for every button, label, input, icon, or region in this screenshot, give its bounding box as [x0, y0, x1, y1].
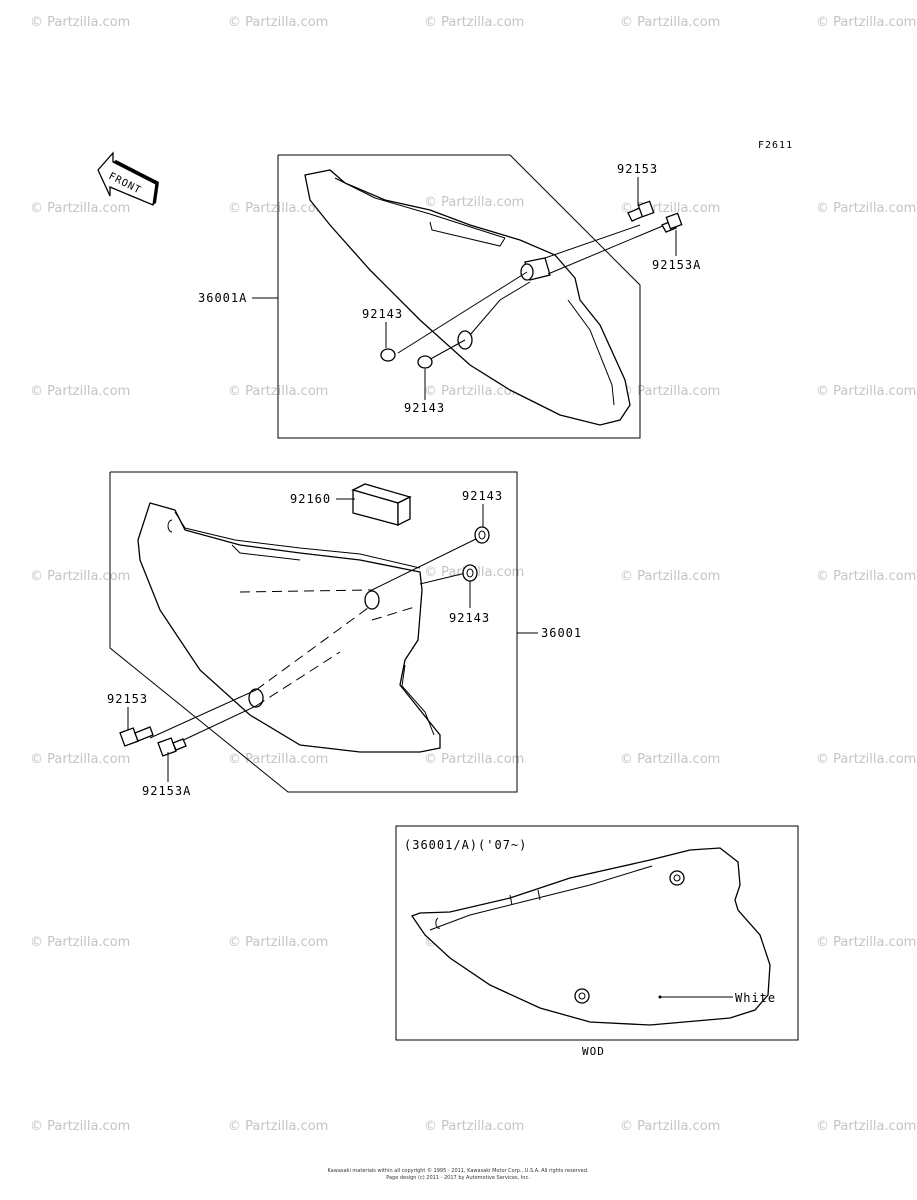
inset-panel: (36001/A)('07~) White WOD [395, 825, 799, 1058]
top-assembly: 36001A 92153 92153A 92143 92143 [198, 154, 701, 439]
footer-copyright: Kawasaki materials within all copyright … [327, 1167, 588, 1174]
callout-36001: 36001 [541, 626, 582, 640]
callout-92153A: 92153A [142, 784, 191, 798]
watermark: © Partzilla.com [816, 569, 916, 584]
footer-design: Page design (c) 2011 - 2017 by Automotiv… [386, 1175, 530, 1181]
bolt-icon [119, 726, 154, 747]
watermark: © Partzilla.com [424, 15, 524, 30]
watermark: © Partzilla.com [30, 15, 130, 30]
watermark: © Partzilla.com [30, 1119, 130, 1134]
watermark: © Partzilla.com [620, 1119, 720, 1134]
watermark: © Partzilla.com [816, 15, 916, 30]
washer-icon [380, 348, 396, 362]
watermark: © Partzilla.com [620, 384, 720, 399]
watermark: © Partzilla.com [30, 201, 130, 216]
watermark: © Partzilla.com [816, 1119, 916, 1134]
side-cover-36001 [137, 502, 441, 753]
callout-92153A: 92153A [652, 258, 701, 272]
watermark: © Partzilla.com [424, 195, 524, 210]
side-cover-36001A [304, 169, 631, 426]
watermark: © Partzilla.com [228, 15, 328, 30]
callout-92143-upper: 92143 [462, 489, 503, 503]
callout-92153: 92153 [107, 692, 148, 706]
washer-icon [474, 526, 490, 544]
figure-code: F2611 [758, 140, 793, 151]
watermark: © Partzilla.com [816, 384, 916, 399]
washer-icon [417, 355, 433, 369]
callout-36001A: 36001A [198, 291, 247, 305]
bolt-icon [627, 200, 655, 222]
color-label: White [735, 991, 776, 1005]
watermark: © Partzilla.com [620, 15, 720, 30]
middle-assembly-frame [109, 471, 518, 793]
watermark: © Partzilla.com [30, 384, 130, 399]
callout-92160: 92160 [290, 492, 331, 506]
watermark: © Partzilla.com [816, 201, 916, 216]
watermark: © Partzilla.com [30, 935, 130, 950]
inset-frame [395, 825, 799, 1041]
callout-92143-lower: 92143 [404, 401, 445, 415]
watermark: © Partzilla.com [620, 569, 720, 584]
watermark: © Partzilla.com [424, 384, 524, 399]
callout-92143-upper: 92143 [362, 307, 403, 321]
bolt-icon [157, 737, 187, 757]
model-label: WOD [582, 1045, 605, 1058]
watermark: © Partzilla.com [228, 935, 328, 950]
watermark: © Partzilla.com [620, 752, 720, 767]
watermark: © Partzilla.com [228, 752, 328, 767]
watermark: © Partzilla.com [30, 752, 130, 767]
watermark: © Partzilla.com [228, 1119, 328, 1134]
callout-92143-lower: 92143 [449, 611, 490, 625]
nut-icon [462, 564, 478, 582]
front-arrow-icon: FRONT [97, 151, 159, 206]
watermark: © Partzilla.com [816, 935, 916, 950]
callout-92153: 92153 [617, 162, 658, 176]
watermark: © Partzilla.com [30, 569, 130, 584]
watermark: © Partzilla.com [424, 752, 524, 767]
watermark: © Partzilla.com [424, 1119, 524, 1134]
watermark: © Partzilla.com [816, 752, 916, 767]
top-assembly-frame [277, 154, 641, 439]
middle-assembly: 92160 92143 92143 36001 92153 92153A [107, 471, 582, 798]
bolt-icon [661, 212, 683, 233]
pad-92160 [351, 483, 412, 527]
inset-title: (36001/A)('07~) [404, 838, 527, 852]
side-cover-inset [410, 847, 771, 1026]
